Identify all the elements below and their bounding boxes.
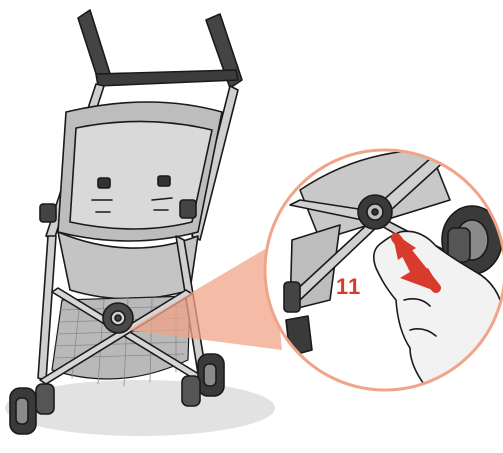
harness-slot-right (158, 176, 170, 186)
right-side-hinge (180, 200, 196, 218)
rear-left-hub (36, 384, 54, 414)
handle-crossbar (96, 70, 238, 86)
harness-slot-left (98, 178, 110, 188)
step-number: 11 (336, 274, 361, 299)
right-rear-wheel (182, 376, 200, 406)
left-side-hinge (40, 204, 56, 222)
stroller-icon (10, 10, 242, 434)
